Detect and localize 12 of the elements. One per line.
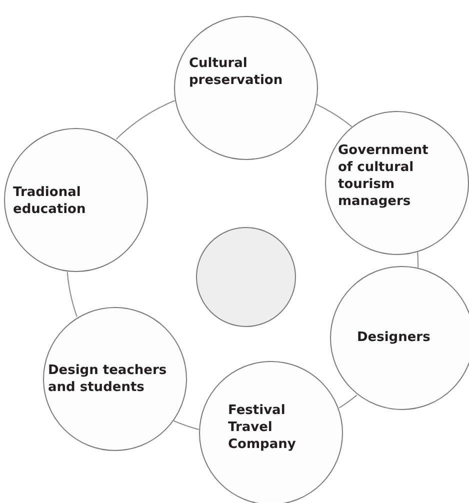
- node-label: Festival Travel Company: [228, 402, 297, 453]
- connector-arc: [173, 420, 200, 430]
- connector-arc: [116, 100, 176, 140]
- connector-arc: [66, 271, 78, 318]
- node-label: Design teachers and students: [48, 362, 168, 396]
- node-label: Government of cultural tourism managers: [338, 142, 430, 210]
- node-label: Cultural preservation: [189, 55, 284, 89]
- connector-arc: [417, 252, 419, 268]
- node-label: Tradional education: [13, 184, 87, 218]
- connector-arc: [316, 104, 352, 128]
- node-label: Designers: [357, 329, 432, 346]
- connector-arc: [338, 394, 358, 408]
